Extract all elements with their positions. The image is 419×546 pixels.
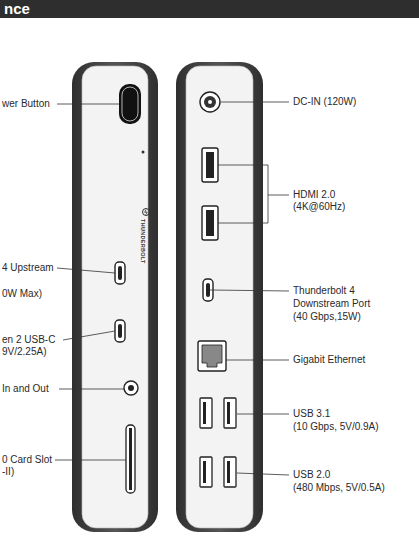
callout-label: (10 Gbps, 5V/0.9A) <box>293 421 379 433</box>
callout-label: USB 2.0 <box>293 469 330 481</box>
callout-label: 0W Max) <box>2 288 42 300</box>
section-title: nce <box>4 0 30 17</box>
leader-lines <box>55 102 289 475</box>
brand-logo: THUNDERBOLT <box>137 219 149 264</box>
callout-label: -II) <box>2 466 14 478</box>
dock-front <box>72 62 158 532</box>
callout-label: HDMI 2.0 <box>293 189 335 201</box>
callout-label: DC-IN (120W) <box>293 96 356 108</box>
callout-label: In and Out <box>2 383 49 395</box>
callout-label: Thunderbolt 4 <box>293 285 355 297</box>
callout-label: USB 3.1 <box>293 408 330 420</box>
callout-label: en 2 USB-C <box>2 334 55 346</box>
dock-back <box>176 62 263 532</box>
header-bar <box>0 0 419 18</box>
callout-label: (40 Gbps,15W) <box>293 311 361 323</box>
callout-label: 4 Upstream <box>2 262 54 274</box>
callout-label: 9V/2.25A) <box>2 346 46 358</box>
callout-label: (4K@60Hz) <box>293 201 345 213</box>
callout-label: (480 Mbps, 5V/0.5A) <box>293 482 385 494</box>
callout-label: Gigabit Ethernet <box>293 354 365 366</box>
callout-label: wer Button <box>2 98 50 110</box>
callout-label: Downstream Port <box>293 298 370 310</box>
callout-label: 0 Card Slot <box>2 454 52 466</box>
